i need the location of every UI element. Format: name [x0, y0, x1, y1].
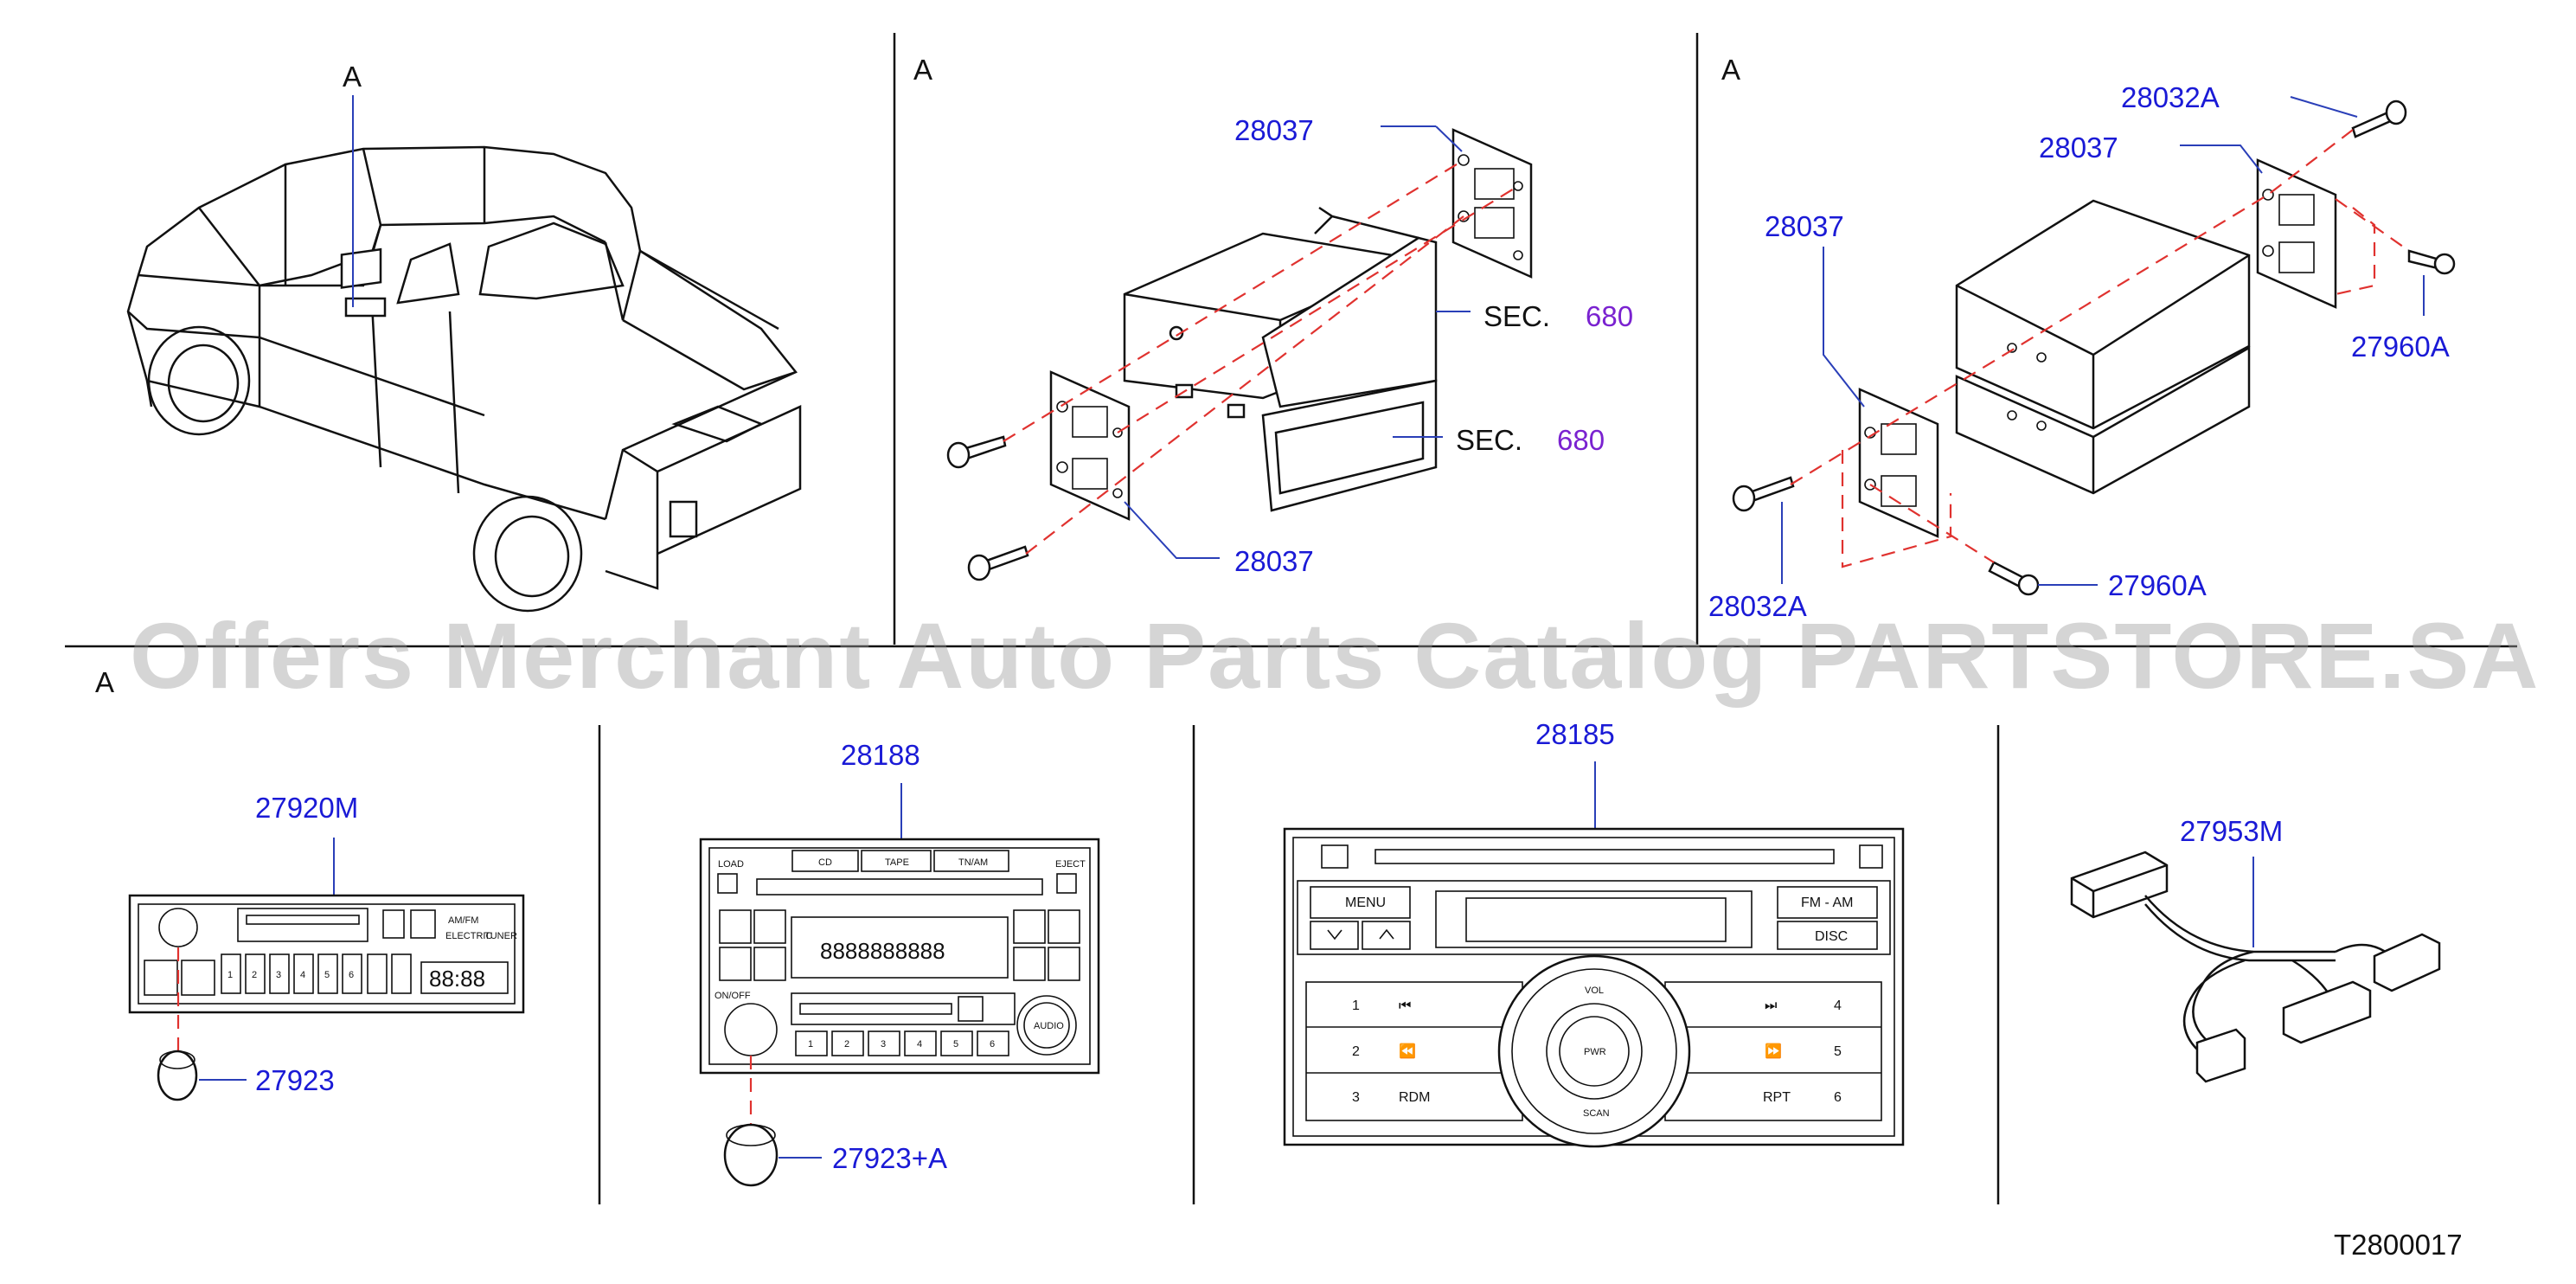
screw-28032A-top — [2351, 100, 2407, 138]
section-ref-top-number[interactable]: 680 — [1586, 300, 1633, 332]
radio3-pwr-label[interactable]: PWR — [1584, 1047, 1606, 1057]
skip-forward-icon: ⏭ — [1765, 998, 1777, 1013]
radio2-preset-2[interactable]: 2 — [844, 1039, 849, 1050]
leader-28032A-top — [2290, 96, 2358, 118]
radio3-rpt-button[interactable]: RPT — [1763, 1090, 1791, 1105]
radio2-preset-1[interactable]: 1 — [808, 1039, 813, 1050]
screw-28032A-bottom — [1732, 476, 1795, 512]
radio1-preset-2[interactable]: 2 — [252, 970, 257, 980]
radio2-tab-tape[interactable]: TAPE — [885, 857, 909, 868]
alignment-dashes-stack — [1790, 129, 2410, 568]
part-number-28037-left[interactable]: 28037 — [1765, 210, 1844, 242]
alignment-dashes-pocket — [1003, 159, 1519, 555]
radio3-scan-label[interactable]: SCAN — [1583, 1108, 1610, 1119]
section-ref-bottom: SEC. — [1456, 424, 1522, 456]
radio3-right-num-6[interactable]: 6 — [1834, 1090, 1842, 1105]
radio2-load-label: LOAD — [718, 859, 744, 870]
radio3-left-num-3[interactable]: 3 — [1352, 1090, 1360, 1105]
radio1-electric-label: ELECTRIC — [445, 931, 492, 941]
section-ref-top: SEC. — [1483, 300, 1550, 332]
part-number-28037-top[interactable]: 28037 — [1234, 114, 1314, 146]
view-marker-a-bottom: A — [95, 666, 114, 698]
volume-knob-icon — [158, 908, 198, 947]
part-number-28188[interactable]: 28188 — [841, 739, 920, 771]
radio1-preset-6[interactable]: 6 — [349, 970, 354, 980]
panel-dividers — [65, 33, 2517, 1204]
eject-icon — [1321, 844, 1349, 869]
radio3-rdm-button[interactable]: RDM — [1399, 1090, 1430, 1105]
watermark-text: Offers Merchant Auto Parts Catalog PARTS… — [130, 603, 2540, 708]
radio1-tuner-label: TUNER — [484, 931, 517, 941]
screw-27960A-right — [2407, 249, 2456, 275]
bracket-plate-28037-bottom — [1049, 370, 1131, 521]
radio2-tab-cd[interactable]: CD — [818, 857, 832, 868]
view-marker-a-stack: A — [1721, 54, 1740, 86]
stacked-audio-units — [1955, 199, 2251, 495]
radio2-onoff-label: ON/OFF — [714, 991, 751, 1001]
screw-left-lower — [967, 545, 1029, 581]
chevron-down-icon — [1327, 929, 1342, 941]
radio3-fm-am-button[interactable]: FM - AM — [1801, 896, 1853, 910]
leader-28037-left — [1823, 247, 1865, 408]
radio3-left-num-1[interactable]: 1 — [1352, 998, 1360, 1013]
bracket-plate-28037-right — [2256, 158, 2337, 309]
part-number-27960A-bottom[interactable]: 27960A — [2108, 569, 2207, 601]
radio2-tab-tnam[interactable]: TN/AM — [958, 857, 988, 868]
knob-27923 — [157, 1050, 198, 1101]
section-ref-bottom-number[interactable]: 680 — [1557, 424, 1605, 456]
radio3-left-num-2[interactable]: 2 — [1352, 1044, 1360, 1059]
figure-code: T2800017 — [2334, 1229, 2463, 1261]
radio2-audio-label: AUDIO — [1034, 1021, 1064, 1031]
screw-27960A-bottom — [1988, 561, 2040, 596]
radio1-preset-4[interactable]: 4 — [300, 970, 305, 980]
radio-cd-tape-unit: LOAD EJECT CD TAPE TN/AM 8888888888 ON/O… — [699, 838, 1100, 1075]
radio1-preset-3[interactable]: 3 — [276, 970, 281, 980]
rewind-icon: ⏪ — [1399, 1043, 1416, 1059]
part-number-27953M[interactable]: 27953M — [2180, 815, 2283, 847]
pocket-bracket-assembly — [1123, 206, 1438, 512]
radio2-preset-6[interactable]: 6 — [990, 1039, 995, 1050]
radio1-display: 88:88 — [429, 966, 485, 992]
radio2-preset-4[interactable]: 4 — [917, 1039, 922, 1050]
part-number-27923[interactable]: 27923 — [255, 1064, 335, 1096]
radio3-right-num-5[interactable]: 5 — [1834, 1044, 1842, 1059]
radio1-amfm-label: AM/FM — [448, 915, 478, 926]
screw-left-upper — [946, 435, 1007, 469]
leader-28037-right — [2180, 144, 2263, 174]
pickup-truck-illustration — [126, 145, 802, 613]
leader-28037-mid — [1124, 501, 1220, 559]
view-marker-a-pocket: A — [913, 54, 932, 86]
part-number-28037-mid[interactable]: 28037 — [1234, 545, 1314, 577]
skip-back-icon: ⏮ — [1399, 998, 1411, 1013]
radio1-preset-1[interactable]: 1 — [227, 970, 233, 980]
chevron-up-icon — [1379, 928, 1394, 940]
radio-cassette-unit: AM/FM ELECTRIC TUNER 1 2 3 4 5 6 88:88 — [128, 894, 525, 1014]
part-number-28185[interactable]: 28185 — [1535, 718, 1615, 750]
radio3-disc-button[interactable]: DISC — [1815, 929, 1848, 944]
radio3-menu-button[interactable]: MENU — [1345, 896, 1386, 910]
radio3-vol-label: VOL — [1585, 985, 1604, 996]
part-number-28037-right[interactable]: 28037 — [2039, 132, 2118, 164]
bracket-plate-28037-top — [1451, 128, 1533, 279]
part-number-27960A-right[interactable]: 27960A — [2351, 331, 2450, 363]
wiring-harness-27953M — [2070, 851, 2441, 1083]
radio2-preset-5[interactable]: 5 — [953, 1039, 958, 1050]
radio3-right-num-4[interactable]: 4 — [1834, 998, 1842, 1013]
radio1-preset-5[interactable]: 5 — [324, 970, 330, 980]
bracket-plate-28037-left — [1858, 388, 1939, 538]
radio2-audio-knob-icon — [1016, 995, 1077, 1056]
volume-knob-icon — [1546, 1003, 1643, 1100]
knob-27923A — [723, 1123, 779, 1187]
radio2-preset-3[interactable]: 3 — [881, 1039, 886, 1050]
part-number-28032A-bottom[interactable]: 28032A — [1708, 590, 1807, 622]
radio-cd-unit-28185: MENU FM - AM DISC 1 2 3 ⏮ ⏪ RDM 4 5 6 ⏭ … — [1283, 827, 1905, 1148]
part-number-28032A-top[interactable]: 28032A — [2121, 81, 2220, 113]
part-number-27920M[interactable]: 27920M — [255, 792, 358, 824]
radio2-eject-label: EJECT — [1055, 859, 1086, 870]
fast-forward-icon: ⏩ — [1765, 1043, 1782, 1059]
view-marker-a-truck: A — [343, 61, 362, 93]
part-number-27923A[interactable]: 27923+A — [832, 1142, 947, 1174]
radio2-display: 8888888888 — [820, 938, 945, 964]
